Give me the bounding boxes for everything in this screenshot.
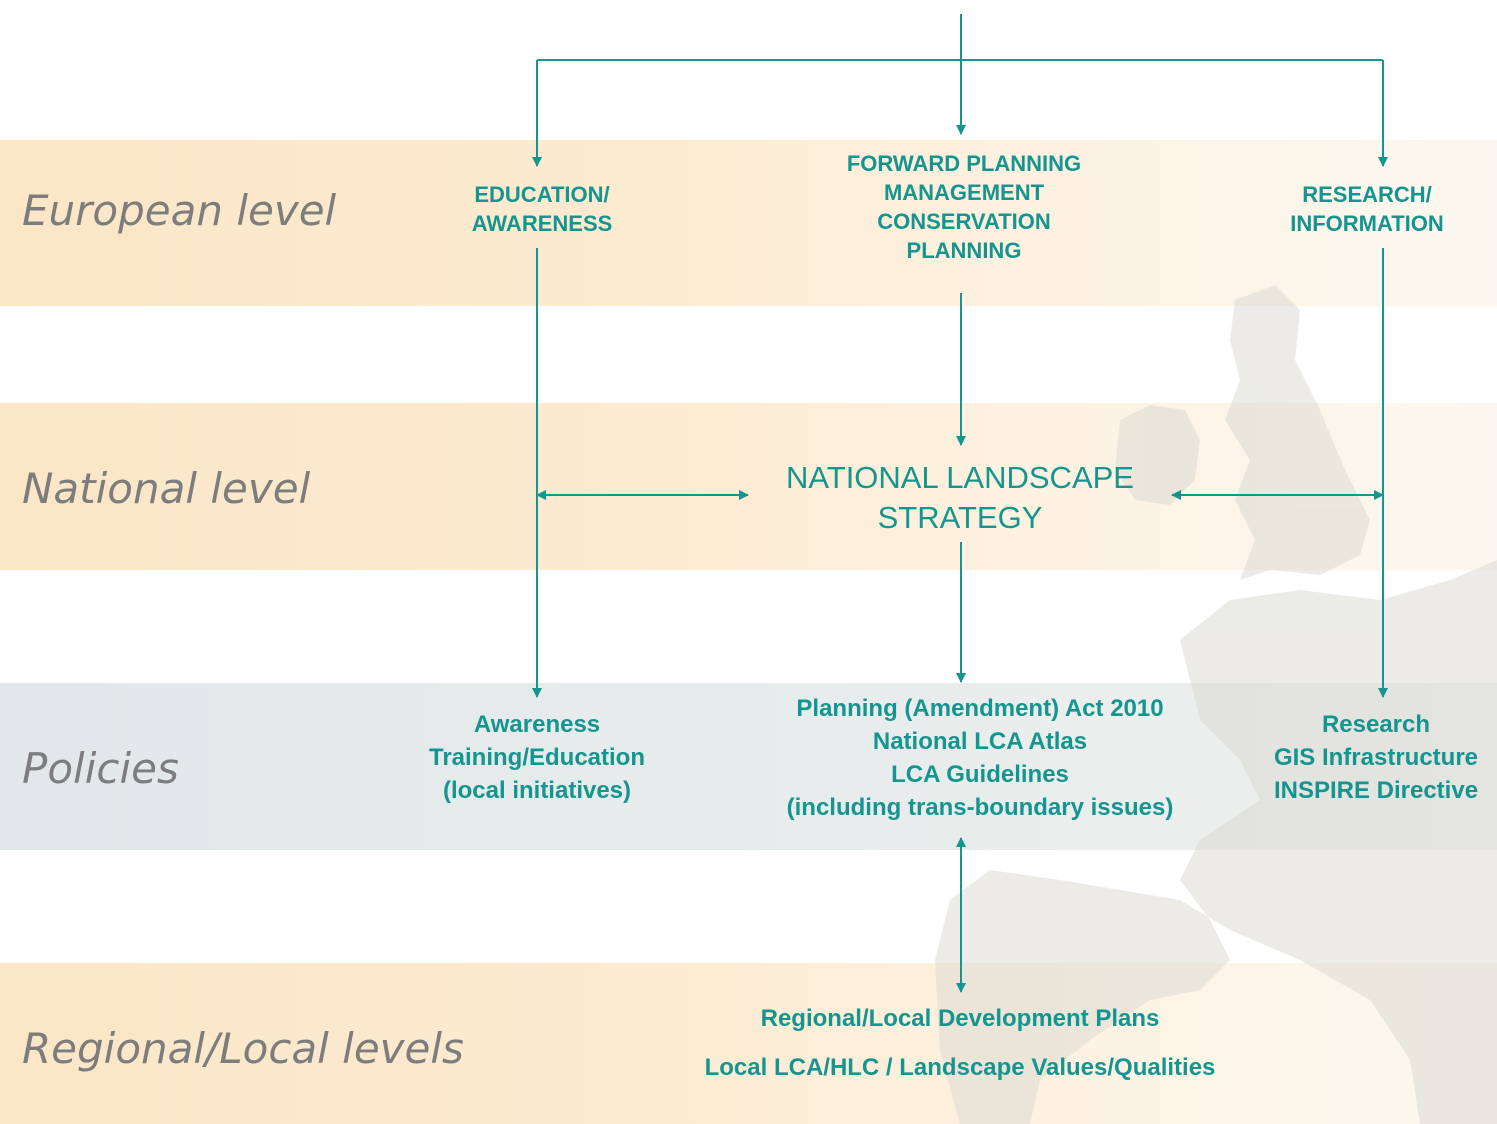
node-line: (local initiatives) bbox=[442, 777, 632, 804]
node-line: Local LCA/HLC / Landscape Values/Qualiti… bbox=[704, 1054, 1216, 1081]
node-line: National LCA Atlas bbox=[872, 728, 1088, 755]
national-landscape-strategy-node: NATIONAL LANDSCAPE STRATEGY bbox=[740, 458, 1180, 538]
european-level-label: European level bbox=[22, 186, 337, 235]
policies-label: Policies bbox=[22, 744, 179, 793]
node-line: Regional/Local Development Plans bbox=[760, 1005, 1160, 1032]
node-line: PLANNING bbox=[906, 238, 1022, 263]
node-line: Awareness bbox=[473, 711, 601, 738]
awareness-policy-node: Awareness Training/Education (local init… bbox=[397, 708, 677, 807]
node-line: (including trans-boundary issues) bbox=[786, 794, 1174, 821]
node-line: AWARENESS bbox=[471, 211, 613, 236]
node-line: FORWARD PLANNING bbox=[846, 151, 1082, 176]
regional-level-band bbox=[0, 963, 1497, 1124]
node-line: STRATEGY bbox=[877, 500, 1043, 535]
national-level-label: National level bbox=[22, 464, 311, 513]
research-policy-node: Research GIS Infrastructure INSPIRE Dire… bbox=[1258, 708, 1494, 807]
node-line: Planning (Amendment) Act 2010 bbox=[796, 695, 1164, 722]
forward-planning-node: FORWARD PLANNING MANAGEMENT CONSERVATION… bbox=[814, 149, 1114, 265]
node-line: EDUCATION/ bbox=[474, 182, 610, 207]
node-line: Research bbox=[1321, 711, 1431, 738]
planning-policy-node: Planning (Amendment) Act 2010 National L… bbox=[750, 692, 1210, 824]
node-line: RESEARCH/ bbox=[1302, 182, 1432, 207]
node-line: MANAGEMENT bbox=[883, 180, 1045, 205]
node-line: NATIONAL LANDSCAPE bbox=[786, 460, 1134, 495]
european-level-band bbox=[0, 140, 1497, 306]
node-line: Training/Education bbox=[428, 744, 645, 771]
regional-plans-node: Regional/Local Development Plans Local L… bbox=[640, 1003, 1280, 1084]
node-line: GIS Infrastructure bbox=[1273, 744, 1479, 771]
research-information-node: RESEARCH/ INFORMATION bbox=[1267, 180, 1467, 238]
education-awareness-node: EDUCATION/ AWARENESS bbox=[442, 180, 642, 238]
regional-level-label: Regional/Local levels bbox=[22, 1024, 464, 1073]
node-line: CONSERVATION bbox=[877, 209, 1051, 234]
node-line: INFORMATION bbox=[1290, 211, 1444, 236]
node-line: INSPIRE Directive bbox=[1273, 777, 1479, 804]
node-line: LCA Guidelines bbox=[891, 761, 1069, 788]
